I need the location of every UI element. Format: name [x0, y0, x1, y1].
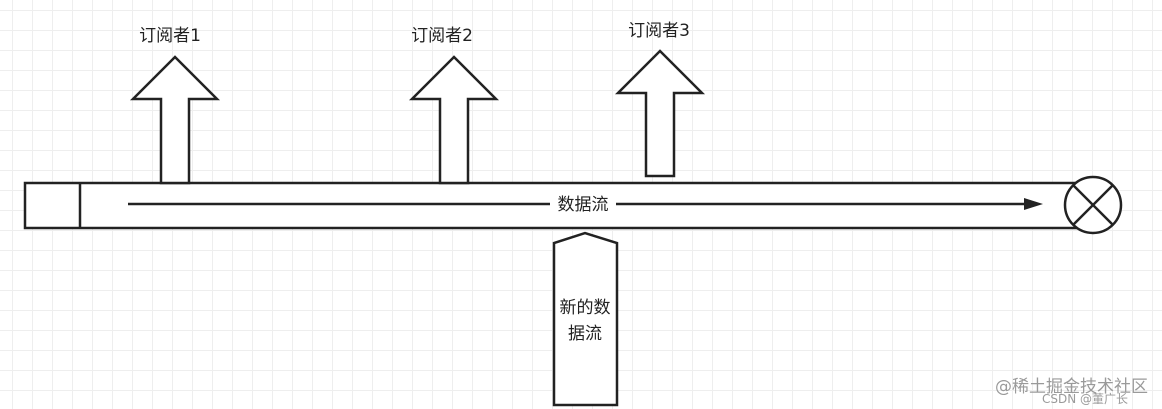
up-arrow-shape [614, 49, 706, 178]
up-arrow-shape [129, 55, 221, 185]
data-flow-arrow: 数据流 [128, 193, 1043, 215]
new-stream-label-line1: 新的数 [560, 298, 611, 318]
subscriber-2-arrow: 订阅者2 [408, 26, 500, 185]
subscriber-3-label: 订阅者3 [628, 21, 690, 41]
subscriber-1-arrow: 订阅者1 [129, 26, 221, 185]
sink-x-circle-icon [1063, 175, 1123, 235]
watermark-sub: CSDN @董广长 [1042, 392, 1128, 406]
arrowhead-icon [1024, 198, 1043, 210]
subscriber-1-label: 订阅者1 [139, 26, 201, 46]
subscriber-2-label: 订阅者2 [411, 26, 473, 46]
up-pentagon-shape [552, 231, 619, 407]
new-data-stream-input: 新的数 据流 [552, 231, 619, 407]
up-arrow-shape [408, 55, 500, 185]
stream-label: 数据流 [558, 195, 609, 215]
subscriber-3-arrow: 订阅者3 [614, 21, 706, 178]
watermark-main: @稀土掘金技术社区 [995, 377, 1148, 397]
stream-label-bg [550, 193, 616, 215]
new-stream-label-line2: 据流 [568, 324, 602, 344]
